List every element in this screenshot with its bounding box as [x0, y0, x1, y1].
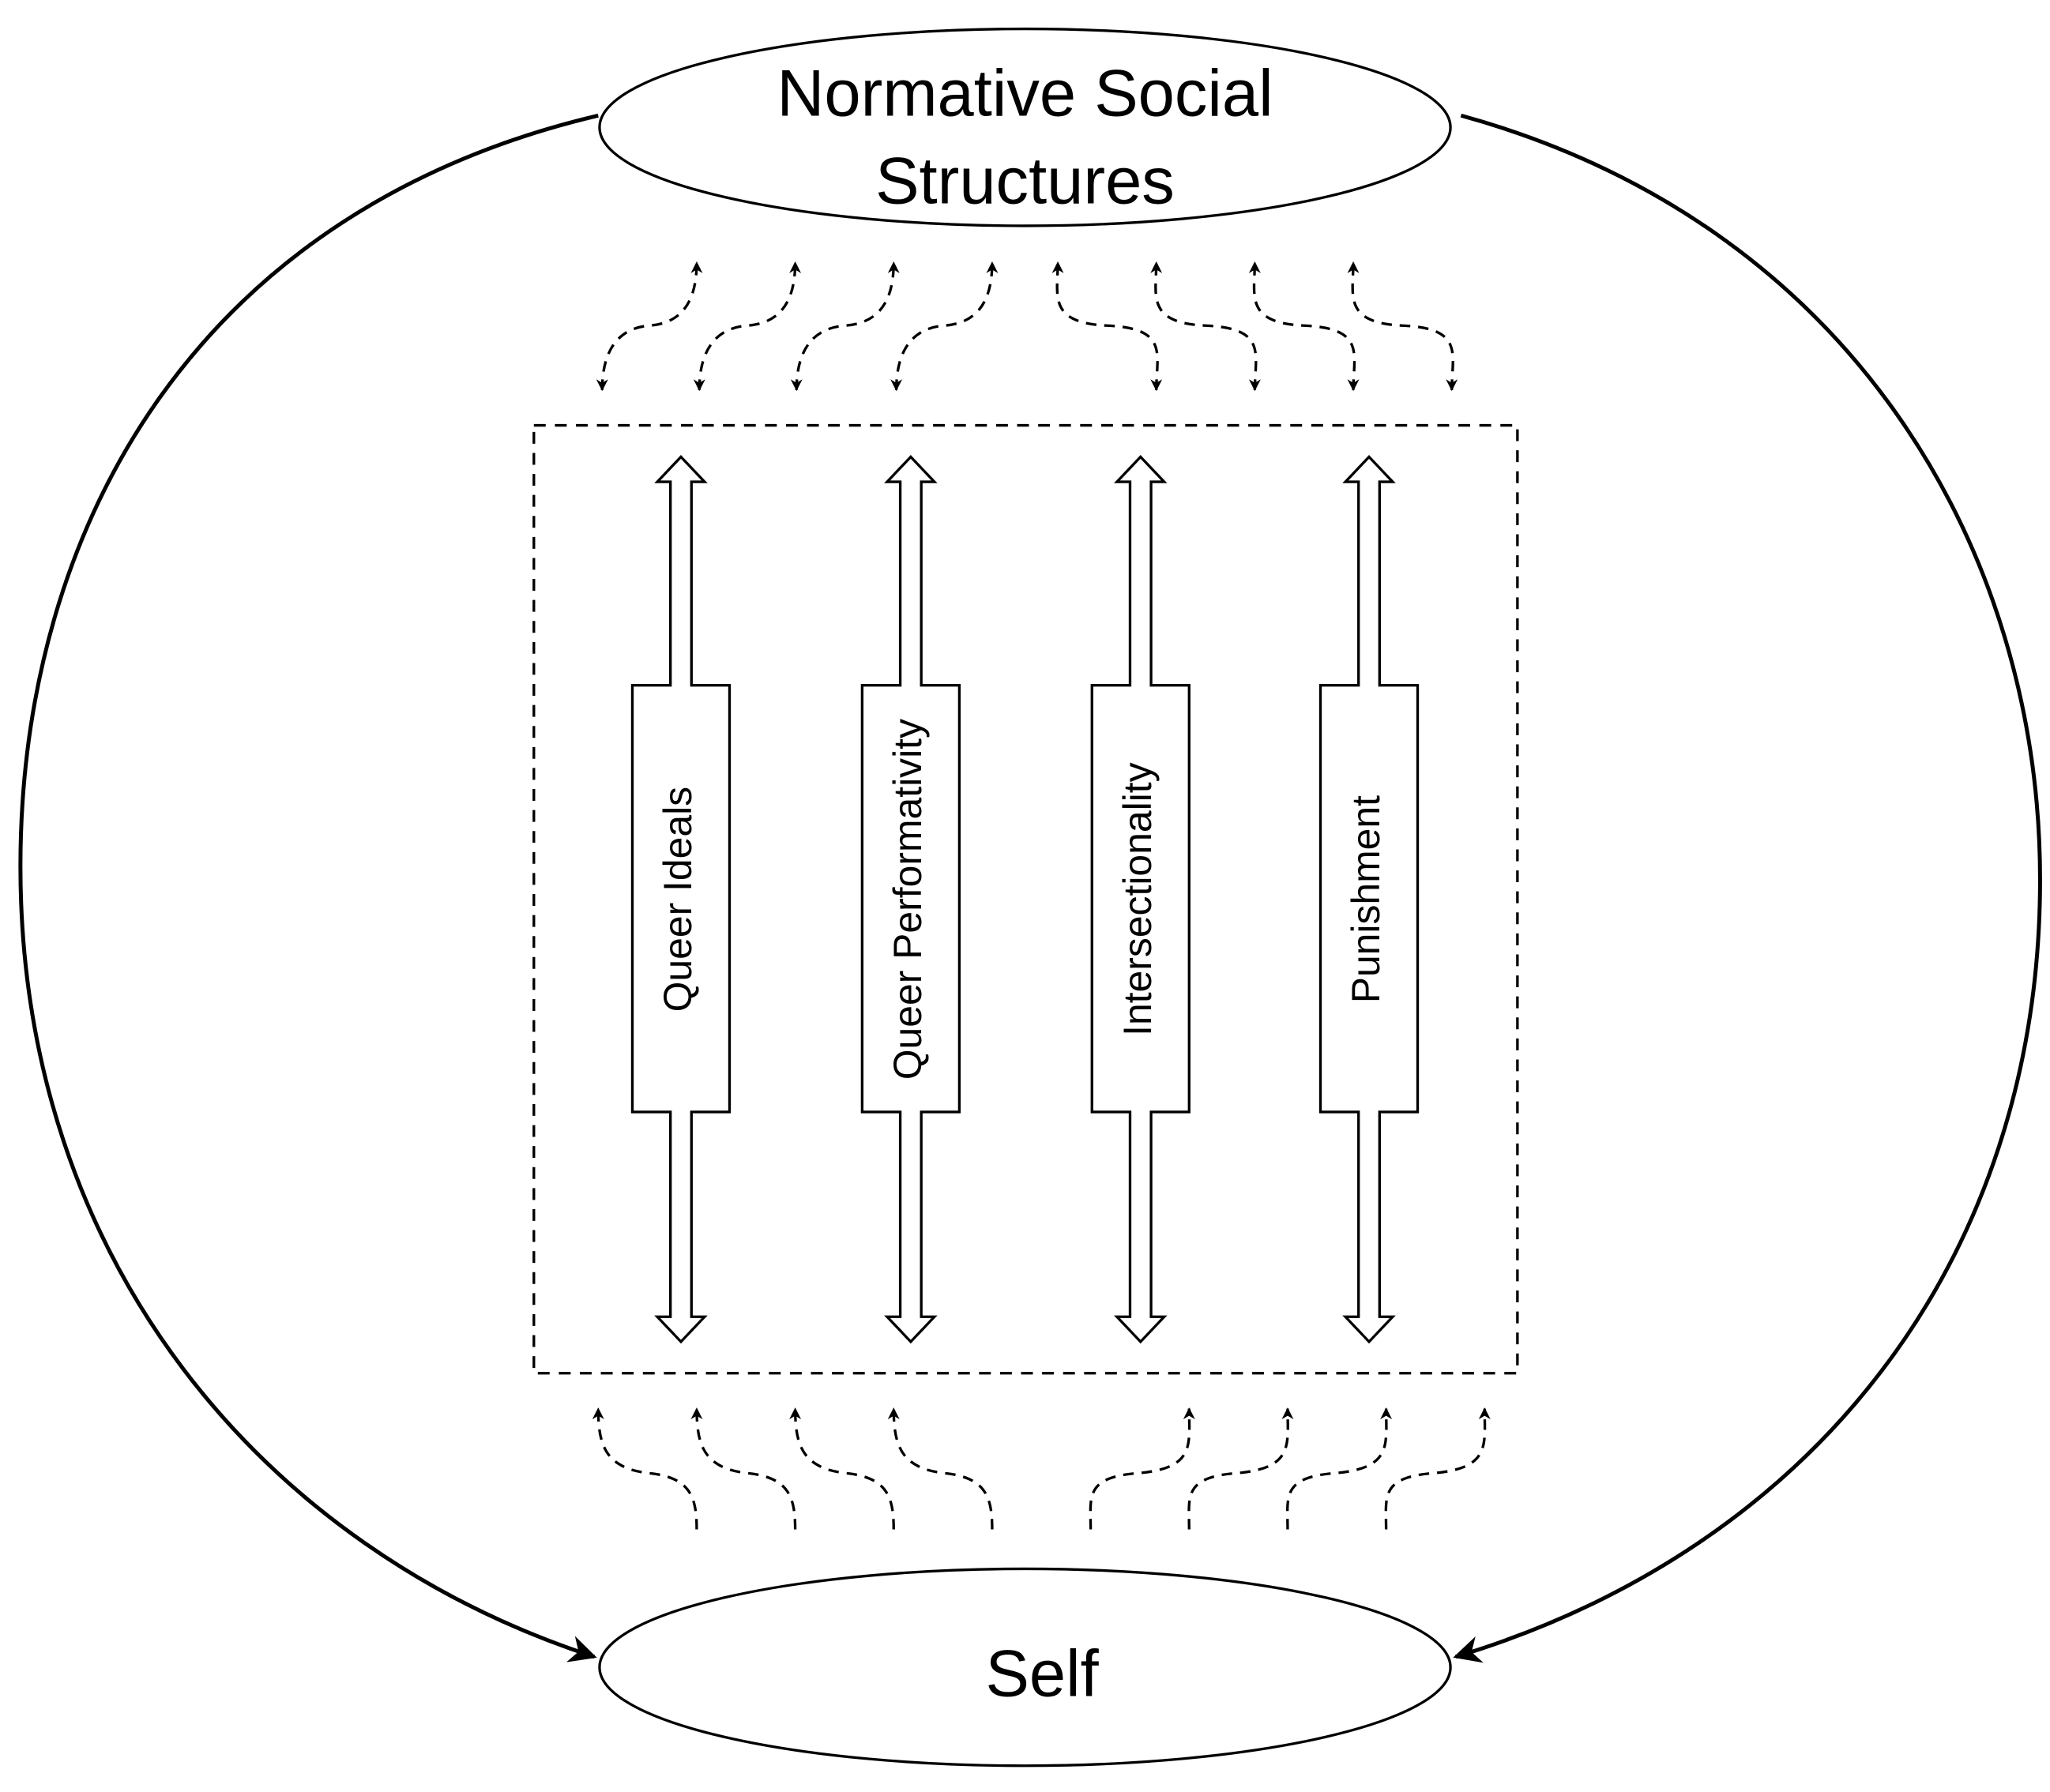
factor-column: Queer Ideals: [630, 455, 732, 1344]
bidirectional-dashed-arrow: [1248, 261, 1360, 392]
factor-column: Intersectionality: [1090, 455, 1191, 1344]
upward-dashed-arrow: [1384, 1407, 1491, 1530]
double-arrow-shape: [1090, 455, 1191, 1344]
node-label-line1: Normative Social: [777, 56, 1273, 130]
bottom-dashed-arrows: [592, 1407, 1491, 1530]
bidirectional-dashed-arrow: [890, 261, 999, 392]
factor-label: Punishment: [1344, 795, 1388, 1003]
bidirectional-dashed-arrow: [1051, 261, 1163, 392]
bidirectional-dashed-arrow: [596, 261, 703, 392]
upward-dashed-arrow: [592, 1407, 698, 1530]
self-label: Self: [986, 1637, 1100, 1711]
bidirectional-dashed-arrow: [1150, 261, 1261, 392]
factor-column: Queer Performativity: [860, 455, 961, 1344]
upward-dashed-arrow: [690, 1407, 797, 1530]
factor-label: Intersectionality: [1115, 762, 1160, 1035]
factor-label: Queer Performativity: [886, 719, 930, 1080]
upward-dashed-arrow: [789, 1407, 895, 1530]
factor-label: Queer Ideals: [656, 787, 700, 1012]
upward-dashed-arrow: [1286, 1407, 1393, 1530]
double-arrow-shape: [860, 455, 961, 1344]
left-feedback-arc: [18, 113, 599, 1662]
upward-dashed-arrow: [1187, 1407, 1294, 1530]
bidirectional-dashed-arrow: [1347, 261, 1458, 392]
self-node: Self: [598, 1567, 1452, 1768]
top-dashed-arrows: [596, 261, 1458, 392]
factor-column: Punishment: [1318, 455, 1420, 1344]
upward-dashed-arrow: [1089, 1407, 1195, 1530]
node-label-line2: Structures: [875, 145, 1175, 218]
factor-columns: Queer Ideals Queer Performativity Intersec…: [630, 455, 1420, 1344]
bidirectional-dashed-arrow: [693, 261, 802, 392]
double-arrow-shape: [630, 455, 732, 1344]
upward-dashed-arrow: [887, 1407, 994, 1530]
double-arrow-shape: [1318, 455, 1420, 1344]
factors-container: [532, 423, 1519, 1375]
normative-social-structures-node: Normative Social Structures: [598, 27, 1452, 227]
bidirectional-dashed-arrow: [790, 261, 900, 392]
right-feedback-arc: [1453, 113, 2042, 1663]
